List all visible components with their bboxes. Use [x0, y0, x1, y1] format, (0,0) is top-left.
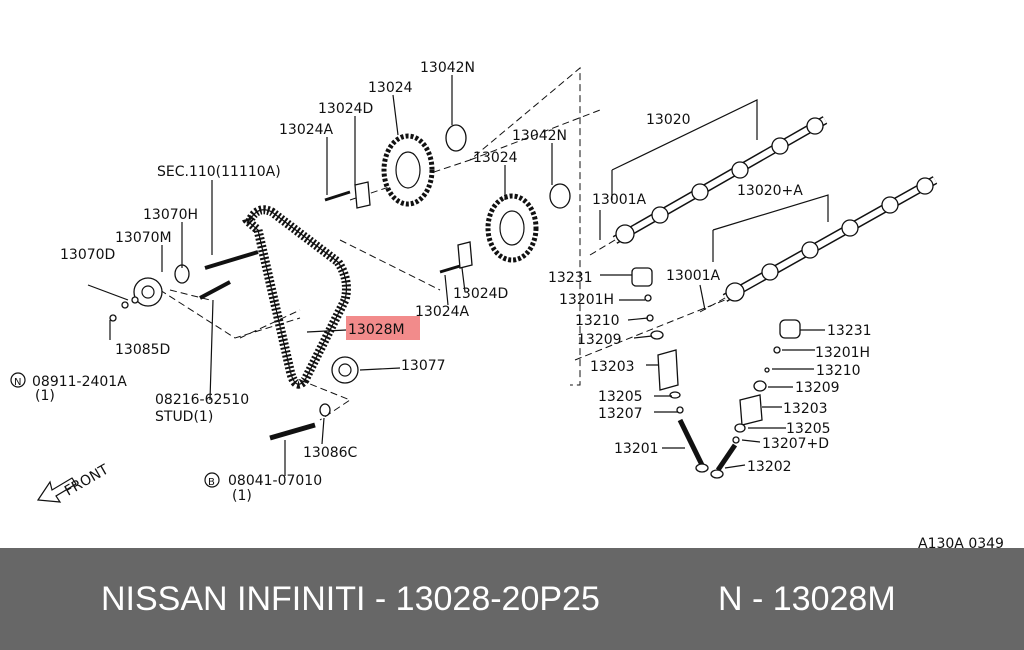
- part-callout-label: 13028M: [348, 322, 405, 338]
- part-callout-label: 13024: [473, 150, 518, 166]
- circled-b-icon: [204, 472, 220, 488]
- part-callout-label: 13042N: [420, 60, 475, 76]
- part-callout-label: STUD(1): [155, 409, 213, 425]
- part-callout-label: SEC.110(11110A): [157, 164, 281, 180]
- part-callout-label: 13203: [783, 401, 828, 417]
- valve-lifter-1: [631, 267, 653, 287]
- part-callout-label: 13201: [614, 441, 659, 457]
- valve-lifter-2: [779, 319, 801, 339]
- oil-seal-2: [549, 183, 571, 209]
- part-callout-label: (1): [35, 388, 55, 404]
- part-callout-label: 13024: [368, 80, 413, 96]
- part-callout-label: 13085D: [115, 342, 170, 358]
- part-callout-label: 13205: [598, 389, 643, 405]
- part-callout-label: 13209: [577, 332, 622, 348]
- part-callout-label: 13201H: [559, 292, 614, 308]
- part-reference: N - 13028M: [718, 579, 896, 618]
- part-callout-label: 13210: [575, 313, 620, 329]
- part-callout-label: 13077: [401, 358, 446, 374]
- part-callout-label: 08041-07010: [228, 473, 322, 489]
- camshaft-sprocket-2: [485, 193, 539, 263]
- part-callout-label: 13202: [747, 459, 792, 475]
- idler-pulley: [331, 356, 359, 384]
- part-callout-label: 08911-2401A: [32, 374, 127, 390]
- timing-belt: [241, 205, 351, 389]
- camshaft-2: [722, 176, 938, 302]
- part-callout-label: 13207: [598, 406, 643, 422]
- diagram-code: A130A 0349: [918, 536, 1004, 548]
- highlight-13028m: [346, 316, 420, 340]
- part-callout-label: 13210: [816, 363, 861, 379]
- front-arrow-icon: [36, 477, 77, 503]
- camshaft-sprocket-1: [381, 133, 435, 207]
- part-callout-label: 13070D: [60, 247, 115, 263]
- part-callout-label: 13042N: [512, 128, 567, 144]
- part-callout-label: 08216-62510: [155, 392, 249, 408]
- part-callout-label: 13024D: [453, 286, 508, 302]
- part-callout-label: 13201H: [815, 345, 870, 361]
- part-callout-label: 13231: [548, 270, 593, 286]
- part-callout-label: 13001A: [592, 192, 647, 208]
- circled-n-icon: [10, 372, 26, 388]
- part-callout-label: 13020: [646, 112, 691, 128]
- front-label: FRONT: [62, 461, 112, 499]
- part-callout-label: 13024A: [415, 304, 470, 320]
- part-callout-label: 13205: [786, 421, 831, 437]
- part-callout-label: 13231: [827, 323, 872, 339]
- oil-seal-1: [445, 124, 467, 152]
- footer-bar: NISSAN INFINITI - 13028-20P25 N - 13028M: [0, 548, 1024, 650]
- part-callout-label: 13070H: [143, 207, 198, 223]
- part-callout-label: 13020+A: [737, 183, 803, 199]
- circled-n-letter: N: [14, 377, 21, 388]
- part-callout-label: (1): [232, 488, 252, 504]
- camshaft-1: [612, 116, 828, 244]
- parts-diagram: N B 13042N 13024 13024D 13024A SEC.110(11110…: [10, 60, 1004, 548]
- tensioner-pulley: [133, 277, 163, 307]
- part-callout-label: 13086C: [303, 445, 358, 461]
- part-callout-label: 13070M: [115, 230, 172, 246]
- part-callout-label: 13203: [590, 359, 635, 375]
- part-callout-label: 13024A: [279, 122, 334, 138]
- part-callout-label: 13207+D: [762, 436, 829, 452]
- part-callout-label: 13209: [795, 380, 840, 396]
- part-callout-label: 13024D: [318, 101, 373, 117]
- part-callout-label: 13001A: [666, 268, 721, 284]
- part-title: NISSAN INFINITI - 13028-20P25: [101, 579, 600, 618]
- circled-b-letter: B: [208, 477, 215, 488]
